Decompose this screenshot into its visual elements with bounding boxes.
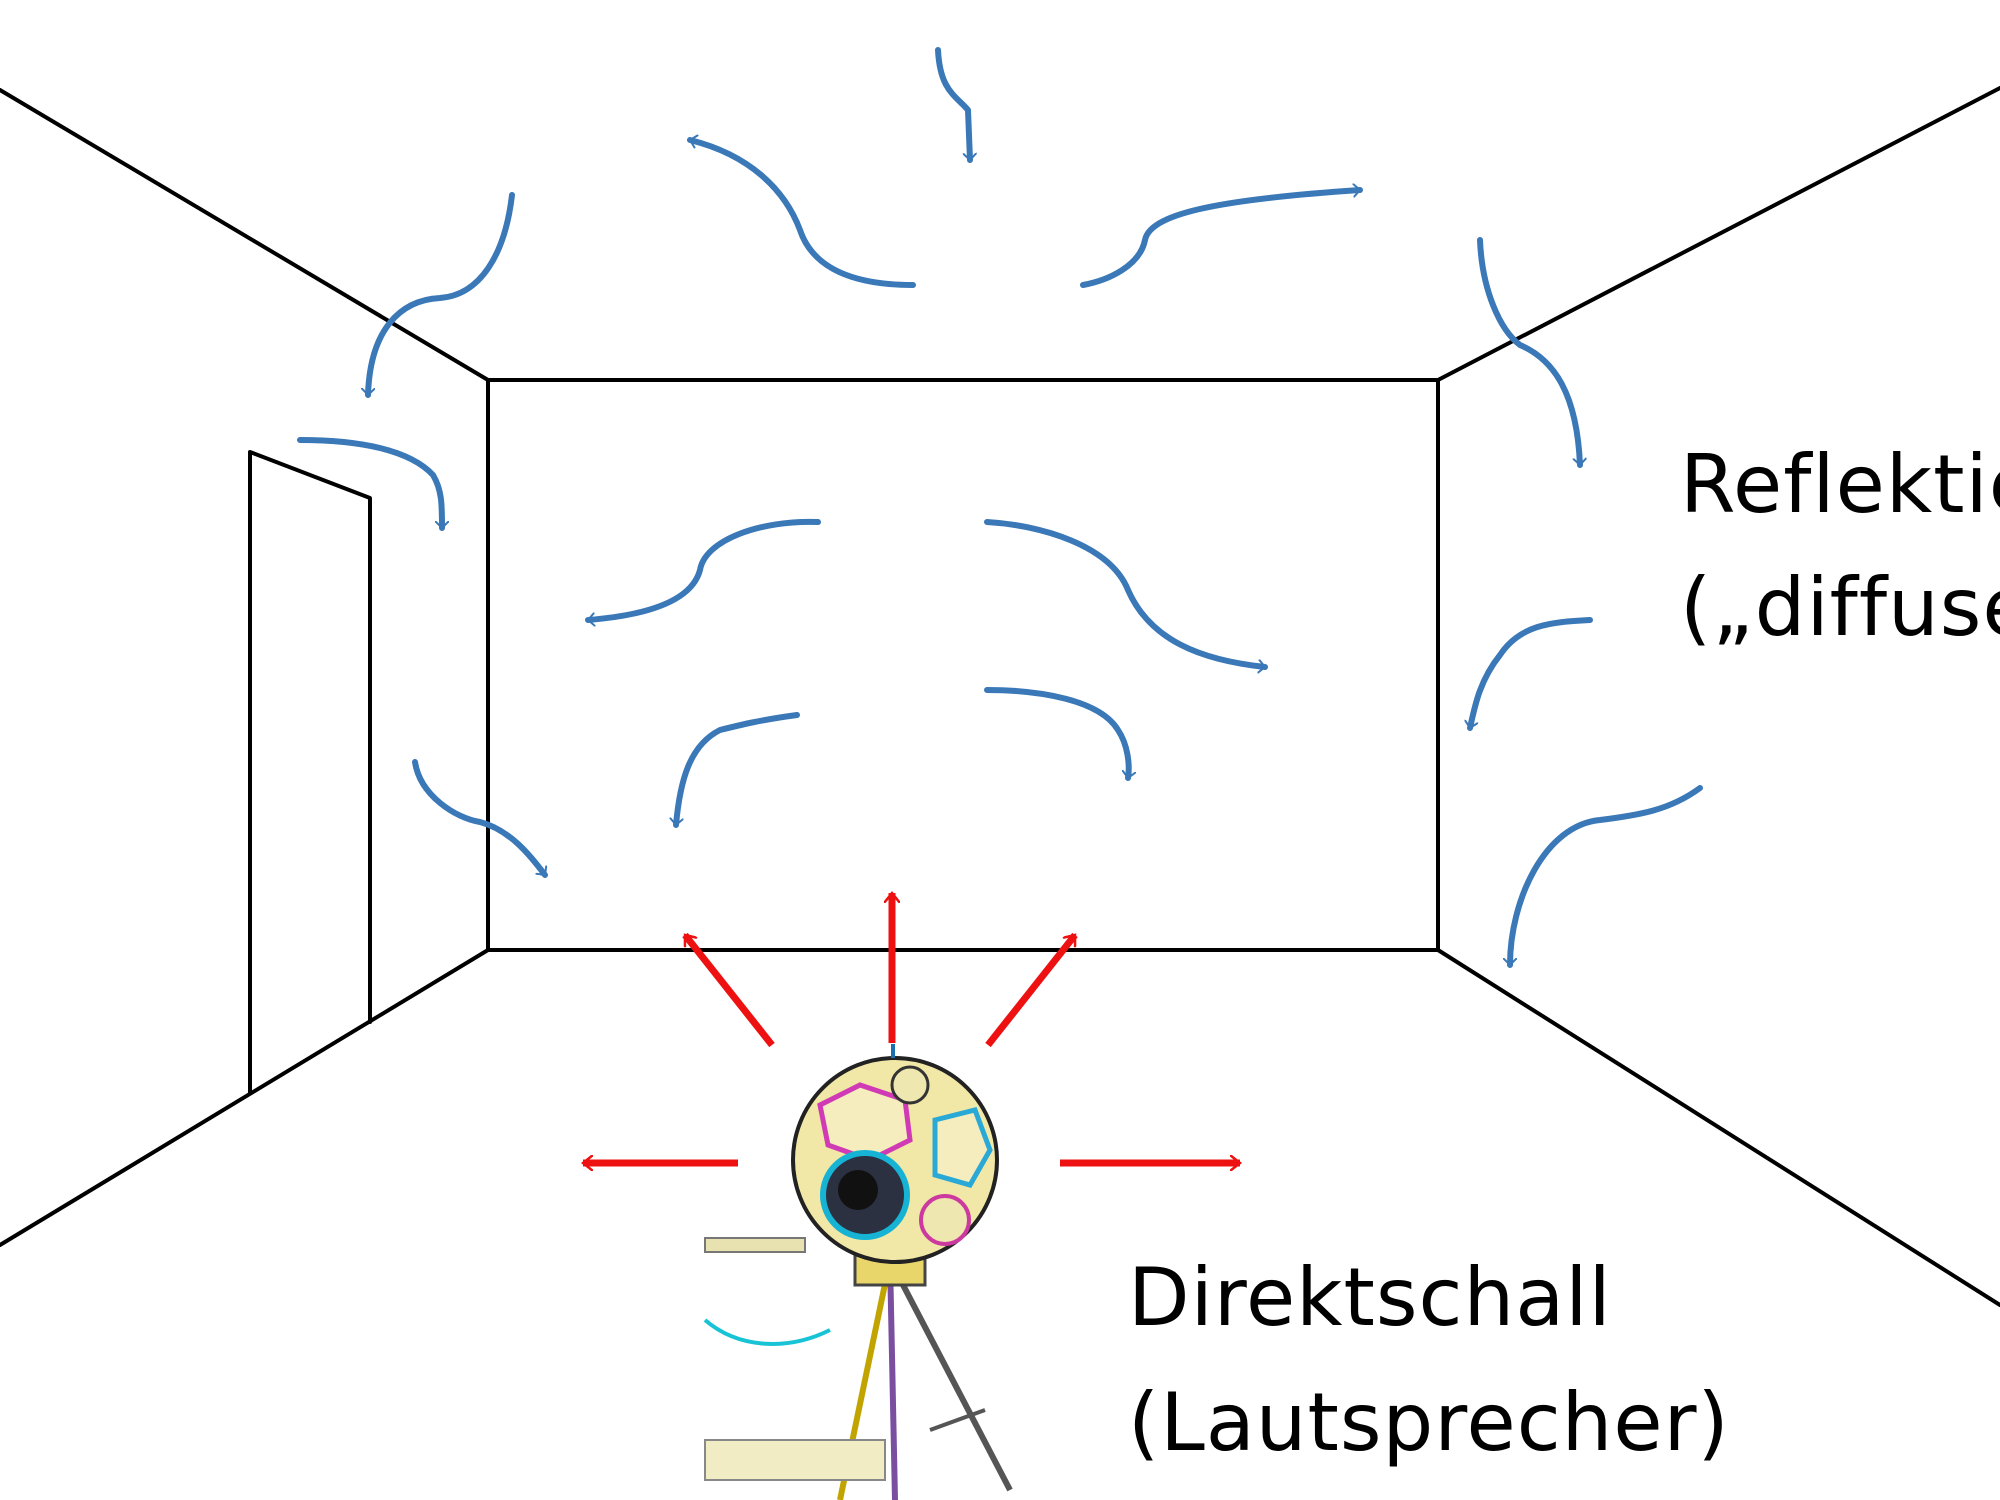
reflection-arrow [984,687,1129,781]
direct-sound-label: Direktschall (Lautsprecher) [1128,1251,1730,1469]
back-wall [486,378,1440,952]
reflection-arrow [984,519,1268,667]
reflection-arrow [1510,785,1703,968]
reflection-arrow [297,437,442,531]
reflection-arrow [585,518,821,620]
loudspeaker-icon [703,1044,1013,1500]
reflection-arrow [687,140,916,288]
direct-sound-label-line1: Direktschall [1128,1251,1612,1344]
reflection-label-line1: Reflektie [1680,438,2000,531]
reflection-arrow [1470,617,1593,731]
direct-sound-arrow [985,932,1078,1048]
direct-sound-arrows [583,893,1240,1163]
dodecahedron-speaker [791,1044,999,1264]
ceiling-edge-left [0,88,490,382]
reflection-arrow [676,712,800,828]
direct-sound-arrow [682,932,775,1048]
reflection-arrow [412,759,548,878]
floor-edge-right [1436,948,2000,1307]
reflection-label: Reflektie („diffuse [1680,438,2000,654]
room-outline [0,86,2000,1307]
reflection-arrow [1477,237,1580,468]
floor-edge-left [0,948,490,1247]
direct-sound-label-line2: (Lautsprecher) [1128,1376,1730,1469]
reflection-arrow [1080,190,1363,288]
ceiling-edge-right [1436,86,2000,382]
reflection-arrows [297,47,1703,968]
reflection-label-line2: („diffuse [1680,561,2000,654]
tripod [703,1237,1013,1500]
door [248,450,372,1094]
reflection-arrow [935,47,970,163]
reflection-arrow [368,192,515,398]
